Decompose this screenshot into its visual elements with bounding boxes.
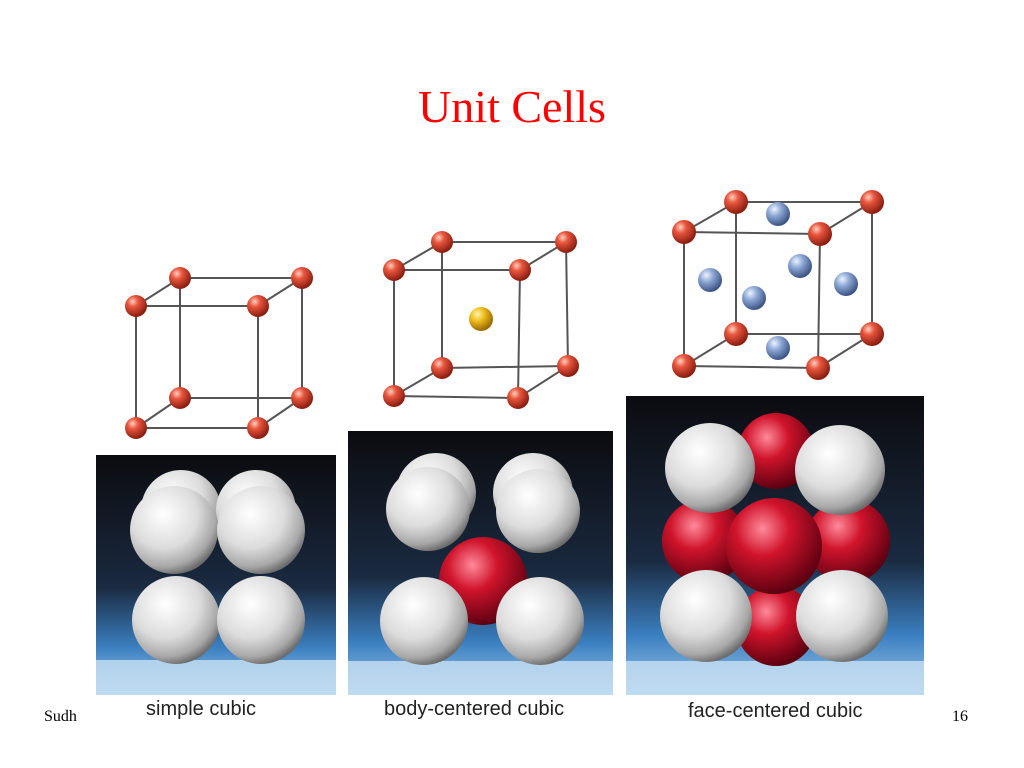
corner-atom [672,354,696,378]
corner-atom [724,190,748,214]
corner-atom [431,231,453,253]
corner-atom [860,190,884,214]
page-number: 16 [952,708,968,725]
corner-atom [557,355,579,377]
simple-cubic-lattice-diagram [125,267,313,439]
corner-atoms [383,231,579,409]
corner-atom [291,387,313,409]
cube-edges [683,201,873,369]
face-atom [766,336,790,360]
corner-atom [806,356,830,380]
corner-atom [724,322,748,346]
corner-atom [247,417,269,439]
face-centered-cubic-model-image [626,396,924,695]
corner-atom [125,295,147,317]
body-center-atom [469,307,493,331]
face-atom [742,286,766,310]
corner-atom [247,295,269,317]
footer-author: Sudh [44,708,77,725]
corner-atom [808,222,832,246]
corner-atom [555,231,577,253]
corner-atom [672,220,696,244]
face-atom [788,254,812,278]
corner-atom [431,357,453,379]
cube-edges [135,277,303,429]
face-atom [834,272,858,296]
corner-atom [169,267,191,289]
caption-face-centered-cubic: face-centered cubic [688,700,863,722]
face-atom [766,202,790,226]
caption-body-centered-cubic: body-centered cubic [384,698,565,720]
corner-atoms [125,267,313,439]
body-centered-cubic-model-image [348,431,613,695]
corner-atom [507,387,529,409]
corner-atom [125,417,147,439]
face-atom [698,268,722,292]
caption-simple-cubic: simple cubic [146,698,257,720]
corner-atom [509,259,531,281]
corner-atom [383,259,405,281]
corner-atom [860,322,884,346]
corner-atoms [672,190,884,380]
face-centered-cubic-lattice-diagram [672,190,884,380]
corner-atom [291,267,313,289]
slide-title: Unit Cells [418,81,606,132]
simple-cubic-model-image [96,455,336,695]
corner-atom [169,387,191,409]
corner-atom [383,385,405,407]
body-centered-cubic-lattice-diagram [383,231,579,409]
face-center-atoms [698,202,858,360]
